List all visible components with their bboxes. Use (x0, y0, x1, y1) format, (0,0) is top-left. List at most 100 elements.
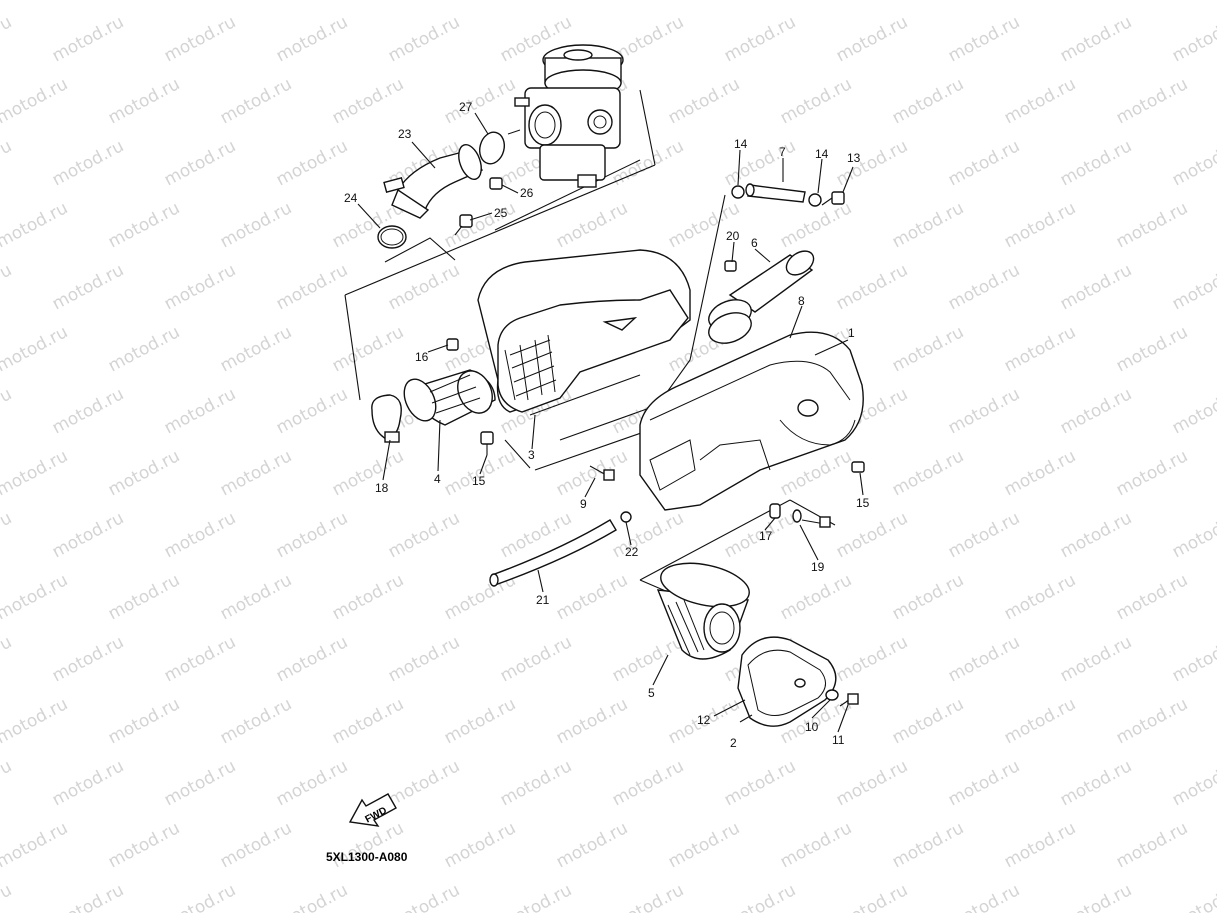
watermark-text: motod.ru (329, 0, 407, 4)
watermark-text: motod.ru (721, 12, 799, 66)
watermark-text: motod.ru (217, 570, 295, 624)
watermark-text: motod.ru (0, 198, 71, 252)
watermark-text: motod.ru (1057, 136, 1135, 190)
watermark-text: motod.ru (49, 508, 127, 562)
watermark-text: motod.ru (0, 632, 15, 686)
watermark-text: motod.ru (1001, 322, 1079, 376)
bolt-20 (724, 260, 737, 272)
part-label-19: 19 (811, 560, 825, 574)
watermark-text: motod.ru (0, 880, 15, 913)
filter-element (656, 562, 750, 660)
watermark-text: motod.ru (1169, 384, 1217, 438)
watermark-text: motod.ru (1169, 632, 1217, 686)
watermark-text: motod.ru (0, 384, 15, 438)
breather-tube (745, 183, 806, 203)
watermark-text: motod.ru (889, 694, 967, 748)
nut-26 (489, 177, 503, 190)
watermark-text: motod.ru (105, 694, 183, 748)
watermark-text: motod.ru (0, 446, 71, 500)
part-label-22: 22 (625, 545, 639, 559)
air-cleaner-case (639, 331, 864, 511)
watermark-text: motod.ru (721, 756, 799, 810)
watermark-text: motod.ru (329, 694, 407, 748)
watermark-text: motod.ru (553, 694, 631, 748)
watermark-text: motod.ru (161, 756, 239, 810)
watermark-text: motod.ru (273, 508, 351, 562)
watermark-text: motod.ru (1057, 632, 1135, 686)
watermark-text: motod.ru (441, 818, 519, 872)
intake-joint (383, 144, 484, 219)
watermark-text: motod.ru (441, 198, 519, 252)
watermark-text: motod.ru (1113, 198, 1191, 252)
watermark-text: motod.ru (497, 756, 575, 810)
pin-17 (769, 503, 781, 519)
bolt-15-right (851, 461, 865, 473)
watermark-text: motod.ru (1001, 198, 1079, 252)
watermark-text: motod.ru (609, 880, 687, 913)
watermark-text: motod.ru (217, 74, 295, 128)
clip-22 (620, 511, 632, 523)
part-label-27: 27 (459, 100, 473, 114)
bolt-11 (839, 693, 859, 707)
part-label-8: 8 (798, 294, 805, 308)
air-cleaner-case-cover (477, 249, 691, 413)
watermark-text: motod.ru (1057, 880, 1135, 913)
part-label-14b: 14 (815, 147, 829, 161)
watermark-text: motod.ru (553, 818, 631, 872)
watermark-text: motod.ru (49, 880, 127, 913)
washer-10 (825, 689, 839, 701)
watermark-text: motod.ru (217, 0, 295, 4)
watermark-text: motod.ru (105, 446, 183, 500)
part-label-17: 17 (759, 529, 773, 543)
watermark-text: motod.ru (1113, 74, 1191, 128)
screw-25 (454, 214, 473, 236)
watermark-text: motod.ru (385, 880, 463, 913)
part-label-6: 6 (751, 236, 758, 250)
bolt-9 (589, 465, 615, 481)
watermark-text: motod.ru (105, 322, 183, 376)
watermark-text: motod.ru (1113, 694, 1191, 748)
part-label-9: 9 (580, 497, 587, 511)
watermark-text: motod.ru (721, 136, 799, 190)
watermark-text: motod.ru (329, 818, 407, 872)
watermark-text: motod.ru (777, 570, 855, 624)
watermark-text: motod.ru (161, 260, 239, 314)
part-label-3: 3 (528, 448, 535, 462)
watermark-text: motod.ru (0, 508, 15, 562)
watermark-text: motod.ru (49, 260, 127, 314)
watermark-text: motod.ru (161, 384, 239, 438)
watermark-text: motod.ru (609, 136, 687, 190)
watermark-text: motod.ru (777, 74, 855, 128)
watermark-text: motod.ru (665, 818, 743, 872)
watermark-text: motod.ru (329, 322, 407, 376)
watermark-text: motod.ru (0, 818, 71, 872)
watermark-text: motod.ru (889, 818, 967, 872)
watermark-text: motod.ru (49, 384, 127, 438)
part-label-18: 18 (375, 481, 389, 495)
watermark-text: motod.ru (665, 0, 743, 4)
watermark-text: motod.ru (1169, 136, 1217, 190)
watermark-text: motod.ru (49, 136, 127, 190)
watermark-text: motod.ru (273, 136, 351, 190)
watermark-text: motod.ru (49, 632, 127, 686)
watermark-text: motod.ru (833, 632, 911, 686)
part-label-15a: 15 (472, 474, 486, 488)
watermark-text: motod.ru (273, 384, 351, 438)
watermark-text: motod.ru (833, 508, 911, 562)
part-label-4: 4 (434, 472, 441, 486)
watermark-text: motod.ru (833, 756, 911, 810)
watermark-text: motod.ru (0, 136, 15, 190)
watermark-text: motod.ru (0, 260, 15, 314)
watermark-text: motod.ru (1057, 756, 1135, 810)
watermark-text: motod.ru (0, 694, 71, 748)
part-label-10: 10 (805, 720, 819, 734)
watermark-text: motod.ru (945, 260, 1023, 314)
hose-clamp (371, 394, 402, 443)
watermark-text: motod.ru (1169, 880, 1217, 913)
watermark-text: motod.ru (161, 632, 239, 686)
watermark-text: motod.ru (0, 756, 15, 810)
watermark-text: motod.ru (105, 818, 183, 872)
part-label-13: 13 (847, 151, 861, 165)
watermark-text: motod.ru (329, 570, 407, 624)
